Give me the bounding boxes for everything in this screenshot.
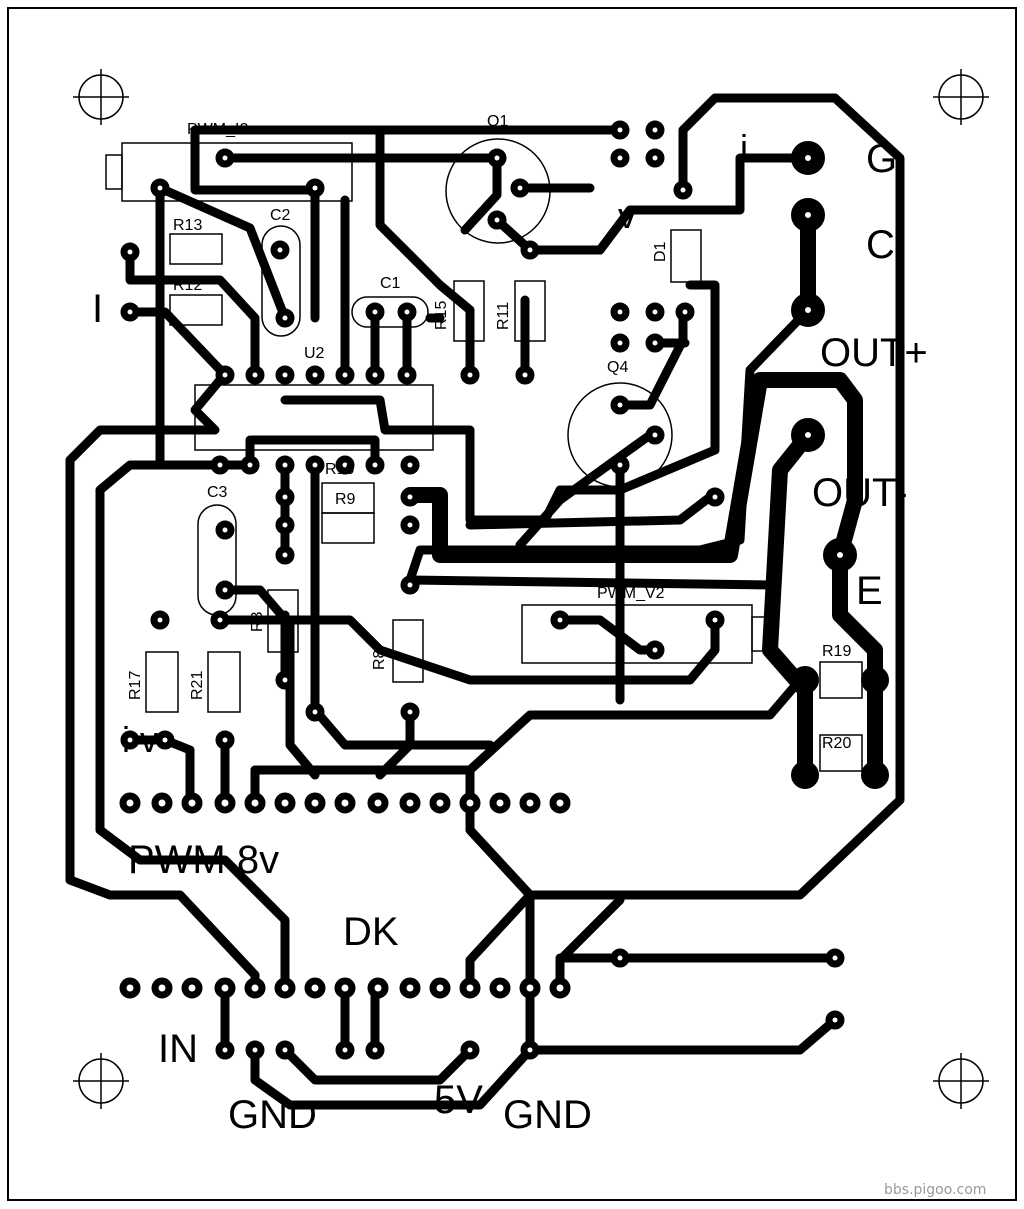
- label-r15: R15: [433, 301, 450, 330]
- mounting-hole-top-right: [933, 69, 989, 125]
- label-pwm-v2: PWM_V2: [597, 585, 665, 602]
- label-r17: R17: [127, 671, 144, 700]
- label-r10: R10: [325, 461, 354, 478]
- label-out-plus: OUT+: [820, 331, 928, 375]
- label-v-top: v: [618, 195, 636, 236]
- r11-outline: [514, 280, 546, 342]
- label-dk: DK: [343, 910, 399, 954]
- power-traces: [402, 207, 883, 783]
- mounting-hole-bottom-right: [933, 1053, 989, 1109]
- label-r8: R8: [371, 649, 388, 670]
- label-out-minus: OUT-: [812, 471, 908, 515]
- u2-outline: [194, 384, 434, 451]
- board-outline: [7, 7, 1017, 1201]
- c1-outline: [351, 296, 429, 328]
- label-gnd-right: GND: [503, 1093, 592, 1137]
- r12-outline: [169, 294, 223, 326]
- label-e: E: [856, 569, 883, 613]
- label-i-v-bottom: i v: [122, 719, 158, 760]
- power-pads: [791, 141, 889, 789]
- pads-bottom: [215, 948, 845, 1060]
- label-c3: C3: [207, 484, 228, 501]
- mounting-hole-top-left: [73, 69, 129, 125]
- label-c2: C2: [270, 207, 291, 224]
- pads: [119, 120, 845, 1060]
- label-r19: R19: [822, 643, 851, 660]
- label-g: G: [866, 137, 897, 181]
- label-r3: R3: [249, 611, 266, 632]
- label-pwm-8v: PWM 8v: [128, 838, 279, 882]
- label-u2: U2: [304, 345, 325, 362]
- connector-row-bottom: [119, 977, 571, 999]
- r20-outline: [819, 734, 863, 772]
- label-q1: Q1: [487, 113, 508, 130]
- label-5v: 5V: [434, 1078, 483, 1122]
- r10-outline: [321, 512, 375, 544]
- r21-outline: [207, 651, 241, 713]
- label-r20: R20: [822, 735, 851, 752]
- label-in: IN: [158, 1027, 198, 1071]
- label-i-left: I: [92, 287, 103, 331]
- d1-outline: [670, 229, 702, 283]
- label-pwm-i2: PWM_I2: [187, 121, 248, 138]
- c3-outline: [197, 504, 237, 616]
- label-r9: R9: [335, 491, 356, 508]
- copper-traces: [65, 93, 905, 1110]
- r13-outline: [169, 233, 223, 265]
- r8-outline: [392, 619, 424, 683]
- label-gnd-left: GND: [228, 1093, 317, 1137]
- label-r11: R11: [495, 302, 512, 330]
- label-r12: R12: [173, 277, 202, 294]
- watermark: bbs.pigoo.com: [884, 1182, 986, 1198]
- pads-top: [120, 120, 695, 475]
- r19-outline: [819, 661, 863, 699]
- pads-middle: [120, 487, 725, 750]
- pads-u2: [210, 365, 420, 475]
- label-r13: R13: [173, 217, 202, 234]
- connector-row-top: [119, 792, 571, 814]
- label-c: C: [866, 223, 895, 267]
- mounting-holes: [73, 69, 989, 1109]
- r17-outline: [145, 651, 179, 713]
- silkscreen-text: PWM_I2 Q1 C2 C1 R13 R12 R15 R11 D1 U2 Q4…: [92, 113, 928, 1137]
- label-i-top: i: [740, 127, 748, 168]
- label-d1: D1: [652, 241, 669, 262]
- label-r21: R21: [189, 671, 206, 700]
- c2-outline: [261, 225, 301, 337]
- label-q4: Q4: [607, 359, 628, 376]
- mounting-hole-bottom-left: [73, 1053, 129, 1109]
- label-c1: C1: [380, 275, 401, 292]
